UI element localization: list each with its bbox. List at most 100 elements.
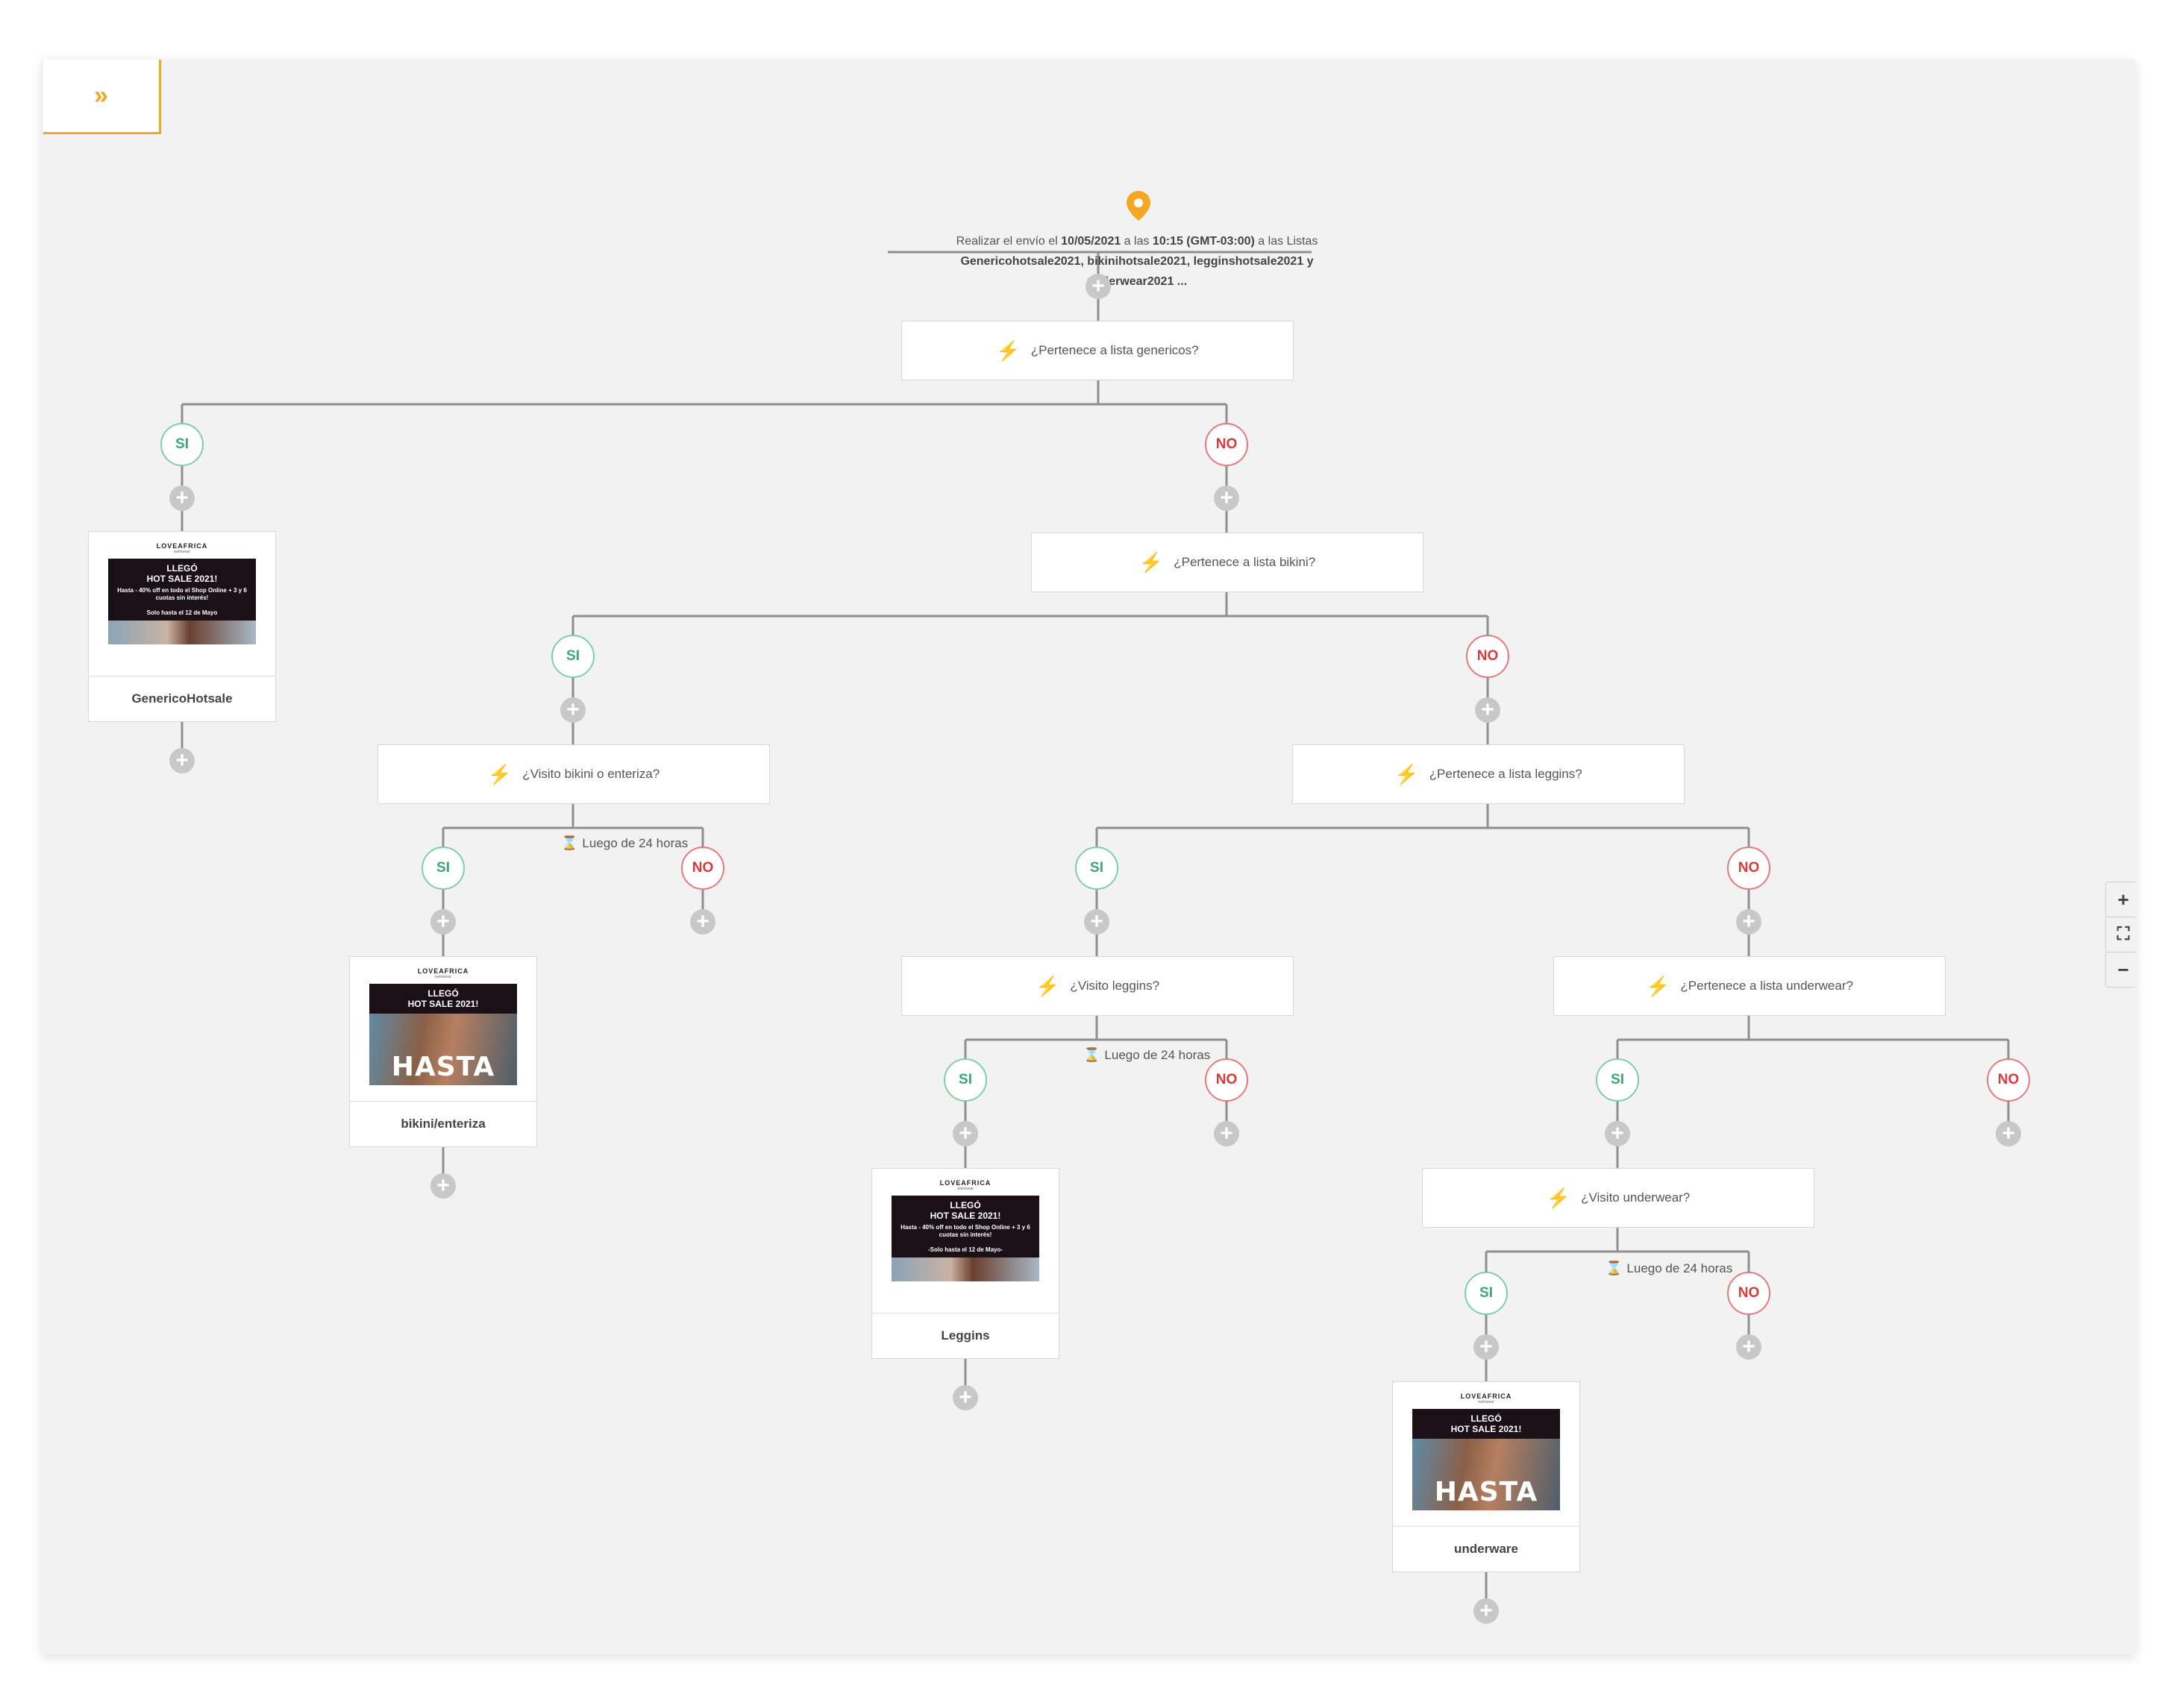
email-preview-image bbox=[892, 1258, 1039, 1281]
add-step-button[interactable]: + bbox=[1084, 909, 1109, 935]
condition-visito-bikini[interactable]: ⚡ ¿Visito bikini o enteriza? bbox=[378, 744, 770, 804]
trigger-description[interactable]: Realizar el envío el 10/05/2021 a las 10… bbox=[921, 231, 1353, 292]
add-step-button[interactable]: + bbox=[690, 909, 715, 935]
fit-to-screen-icon[interactable]: ⛶ bbox=[2106, 917, 2135, 952]
hourglass-icon: ⌛ bbox=[561, 835, 578, 850]
branch-no-badge: NO bbox=[681, 847, 724, 890]
add-step-button[interactable]: + bbox=[1086, 274, 1111, 299]
condition-leggins[interactable]: ⚡¿Pertenece a lista leggins? bbox=[1292, 744, 1685, 804]
email-promo-until: Solo hasta el 12 de Mayo bbox=[146, 609, 218, 616]
add-step-button[interactable]: + bbox=[953, 1385, 978, 1410]
email-promo: Hasta - 40% off en todo el Shop Online +… bbox=[117, 587, 247, 601]
trigger-lists: Genericohotsale2021, bikinihotsale2021, … bbox=[960, 255, 1314, 288]
add-step-button[interactable]: + bbox=[953, 1121, 978, 1146]
trigger-date: 10/05/2021 bbox=[1061, 235, 1121, 248]
condition-label: ¿Pertenece a lista underwear? bbox=[1680, 979, 1853, 993]
email-preview-image bbox=[108, 621, 256, 644]
add-step-button[interactable]: + bbox=[169, 748, 195, 773]
email-preview-image: HASTA bbox=[1412, 1439, 1560, 1510]
hourglass-icon: ⌛ bbox=[1083, 1047, 1100, 1062]
email-brand-sub: swimwear bbox=[173, 550, 191, 554]
condition-label: ¿Pertenece a lista leggins? bbox=[1429, 767, 1582, 781]
email-promo: Hasta - 40% off en todo el Shop Online +… bbox=[900, 1224, 1030, 1238]
zoom-out-button[interactable]: − bbox=[2117, 958, 2129, 981]
branch-no-badge: NO bbox=[1205, 1058, 1248, 1102]
email-name: underware bbox=[1393, 1526, 1579, 1572]
add-step-button[interactable]: + bbox=[430, 1173, 456, 1199]
add-step-button[interactable]: + bbox=[430, 909, 456, 935]
double-chevron-right-icon: » bbox=[94, 81, 108, 110]
segment-icon: ⚡ bbox=[1035, 975, 1060, 997]
email-headline: LLEGÓ HOT SALE 2021! bbox=[407, 988, 479, 1009]
add-step-button[interactable]: + bbox=[169, 486, 195, 511]
add-step-button[interactable]: + bbox=[1996, 1121, 2021, 1146]
add-step-button[interactable]: + bbox=[1473, 1598, 1499, 1624]
branch-si-badge: SI bbox=[551, 635, 595, 678]
add-step-button[interactable]: + bbox=[1473, 1334, 1499, 1360]
branch-no-badge: NO bbox=[1205, 423, 1248, 466]
add-step-button[interactable]: + bbox=[560, 697, 586, 723]
branch-si-badge: SI bbox=[422, 847, 465, 890]
branch-si-badge: SI bbox=[1465, 1272, 1508, 1315]
add-step-button[interactable]: + bbox=[1475, 697, 1500, 723]
email-brand: LOVEAFRICA bbox=[156, 542, 208, 550]
location-pin-icon bbox=[1125, 189, 1152, 226]
zoom-in-button[interactable]: + bbox=[2106, 882, 2135, 917]
email-card-leggins[interactable]: LOVEAFRICA swimwear LLEGÓ HOT SALE 2021!… bbox=[871, 1168, 1059, 1359]
email-hasta-text: HASTA bbox=[1434, 1477, 1538, 1507]
email-brand-sub: swimwear bbox=[1477, 1400, 1495, 1404]
email-brand: LOVEAFRICA bbox=[939, 1179, 992, 1187]
email-card-generico[interactable]: LOVEAFRICA swimwear LLEGÓ HOT SALE 2021!… bbox=[88, 531, 276, 722]
workflow-canvas[interactable]: Realizar el envío el 10/05/2021 a las 10… bbox=[42, 60, 2135, 1654]
condition-genericos[interactable]: ⚡ ¿Pertenece a lista genericos? bbox=[901, 321, 1294, 380]
branch-si-badge: SI bbox=[160, 423, 204, 466]
email-brand-sub: swimwear bbox=[956, 1187, 974, 1191]
branch-si-badge: SI bbox=[1075, 847, 1118, 890]
email-preview-block: LLEGÓ HOT SALE 2021! Hasta - 40% off en … bbox=[892, 1196, 1039, 1258]
email-brand-sub: swimwear bbox=[434, 975, 452, 979]
segment-icon: ⚡ bbox=[1138, 551, 1164, 574]
trigger-text-mid2: a las Listas bbox=[1254, 235, 1318, 248]
trigger-time: 10:15 (GMT-03:00) bbox=[1152, 235, 1255, 248]
email-card-underware[interactable]: LOVEAFRICA swimwear LLEGÓ HOT SALE 2021!… bbox=[1392, 1381, 1580, 1572]
email-brand: LOVEAFRICA bbox=[417, 967, 469, 975]
add-step-button[interactable]: + bbox=[1214, 1121, 1239, 1146]
email-name: bikini/enteriza bbox=[350, 1101, 536, 1146]
email-preview-block: LLEGÓ HOT SALE 2021! bbox=[1412, 1409, 1560, 1439]
sidebar-toggle-button[interactable]: » bbox=[43, 60, 161, 134]
email-name: GenericoHotsale bbox=[89, 676, 275, 721]
segment-icon: ⚡ bbox=[996, 339, 1021, 362]
email-preview-image: HASTA bbox=[369, 1014, 517, 1085]
email-promo-until: -Solo hasta el 12 de Mayo- bbox=[927, 1246, 1003, 1253]
email-preview-block: LLEGÓ HOT SALE 2021! Hasta - 40% off en … bbox=[108, 559, 256, 621]
email-headline: LLEGÓ HOT SALE 2021! bbox=[146, 563, 218, 584]
segment-icon: ⚡ bbox=[1646, 975, 1670, 997]
condition-visito-leggins[interactable]: ⚡¿Visito leggins? bbox=[901, 956, 1294, 1016]
email-card-bikini[interactable]: LOVEAFRICA swimwear LLEGÓ HOT SALE 2021!… bbox=[349, 956, 537, 1147]
wait-label: ⌛Luego de 24 horas bbox=[1606, 1260, 1733, 1275]
condition-label: ¿Visito bikini o enteriza? bbox=[522, 767, 660, 781]
wait-label: ⌛Luego de 24 horas bbox=[1083, 1047, 1211, 1062]
segment-icon: ⚡ bbox=[487, 763, 513, 785]
add-step-button[interactable]: + bbox=[1736, 1334, 1761, 1360]
hourglass-icon: ⌛ bbox=[1606, 1260, 1623, 1275]
email-name: Leggins bbox=[872, 1313, 1059, 1358]
branch-no-badge: NO bbox=[1466, 635, 1509, 678]
email-hasta-text: HASTA bbox=[391, 1052, 495, 1082]
add-step-button[interactable]: + bbox=[1605, 1121, 1630, 1146]
condition-visito-underwear[interactable]: ⚡¿Visito underwear? bbox=[1422, 1168, 1814, 1228]
email-preview-block: LLEGÓ HOT SALE 2021! bbox=[369, 984, 517, 1014]
branch-no-badge: NO bbox=[1727, 1272, 1770, 1315]
branch-no-badge: NO bbox=[1727, 847, 1770, 890]
segment-icon: ⚡ bbox=[1546, 1187, 1571, 1209]
condition-underwear[interactable]: ⚡ ¿Pertenece a lista underwear? bbox=[1553, 956, 1946, 1016]
email-headline: LLEGÓ HOT SALE 2021! bbox=[930, 1200, 1001, 1221]
branch-si-badge: SI bbox=[944, 1058, 987, 1102]
condition-label: ¿Pertenece a lista genericos? bbox=[1030, 343, 1199, 357]
add-step-button[interactable]: + bbox=[1214, 486, 1239, 511]
wait-label: ⌛Luego de 24 horas bbox=[561, 835, 689, 850]
condition-label: ¿Pertenece a lista bikini? bbox=[1174, 555, 1316, 569]
zoom-controls: + ⛶ − bbox=[2105, 882, 2135, 988]
condition-bikini[interactable]: ⚡ ¿Pertenece a lista bikini? bbox=[1031, 533, 1423, 592]
add-step-button[interactable]: + bbox=[1736, 909, 1761, 935]
